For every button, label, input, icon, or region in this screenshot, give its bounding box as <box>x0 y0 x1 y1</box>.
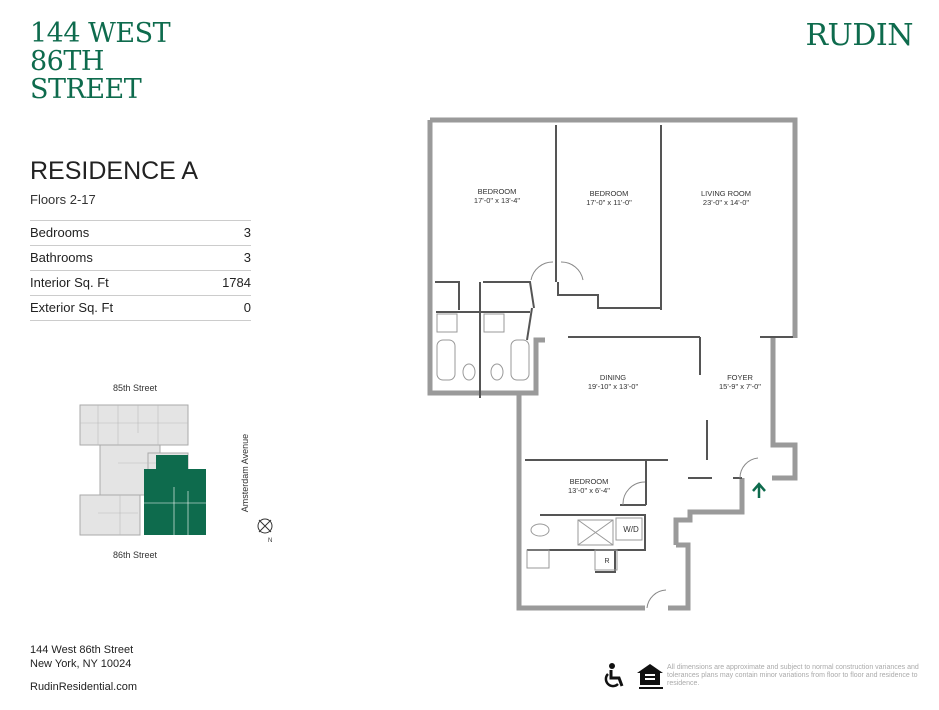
fridge-label: R <box>604 558 609 565</box>
room-name: BEDROOM <box>478 187 517 196</box>
entry-arrow-icon <box>752 482 766 498</box>
disclaimer: All dimensions are approximate and subje… <box>667 664 919 687</box>
spec-value: 1784 <box>222 275 251 290</box>
key-plan-residence-highlight <box>144 455 206 535</box>
wordmark-line: 86TH <box>30 46 104 77</box>
spec-row: Bedrooms 3 <box>30 221 251 246</box>
compliance-icons <box>604 663 663 689</box>
specs-table: Bedrooms 3 Bathrooms 3 Interior Sq. Ft 1784… <box>30 220 251 321</box>
address-line: New York, NY 10024 <box>30 658 132 670</box>
room-dims: 13'-0" x 6'-4" <box>568 486 610 495</box>
spec-label: Interior Sq. Ft <box>30 275 109 290</box>
bath-fixtures <box>436 313 618 571</box>
website-link[interactable]: RudinResidential.com <box>30 681 137 693</box>
floors-label: Floors 2-17 <box>30 192 96 207</box>
key-plan <box>79 404 206 536</box>
key-plan-top-street: 85th Street <box>113 383 158 393</box>
spec-label: Bedrooms <box>30 225 90 240</box>
building-wordmark: 144 WEST 86TH STREET <box>30 18 171 105</box>
rudin-logo: RUDIN <box>805 18 913 53</box>
washer-dryer-label: W/D <box>623 525 639 534</box>
room-dims: 17'-0" x 11'-0" <box>586 198 632 207</box>
room-dims: 23'-0" x 14'-0" <box>703 198 749 207</box>
room-dims: 19'-10" x 13'-0" <box>588 382 639 391</box>
room-dims: 17'-0" x 13'-4" <box>474 196 520 205</box>
residence-title: RESIDENCE A <box>30 157 199 185</box>
walls <box>427 117 798 611</box>
address-line: 144 West 86th Street <box>30 644 134 656</box>
door-swings <box>530 261 759 609</box>
room-name: BEDROOM <box>570 477 609 486</box>
room-dims: 15'-9" x 7'-0" <box>719 382 761 391</box>
room-name: DINING <box>600 373 626 382</box>
spec-label: Bathrooms <box>30 250 93 265</box>
wordmark-line: 144 WEST <box>30 18 171 49</box>
key-plan-bottom-street: 86th Street <box>113 550 158 560</box>
spec-label: Exterior Sq. Ft <box>30 300 114 315</box>
room-name: FOYER <box>727 373 753 382</box>
compass-label: N <box>268 538 272 543</box>
spec-value: 0 <box>243 300 251 315</box>
room-name: BEDROOM <box>590 189 629 198</box>
spec-row: Exterior Sq. Ft 0 <box>30 296 251 321</box>
room-labels: BEDROOM 17'-0" x 13'-4" BEDROOM 17'-0" x… <box>474 187 761 495</box>
equal-housing-icon <box>637 664 663 689</box>
accessibility-icon <box>604 663 624 688</box>
spec-value: 3 <box>243 225 251 240</box>
wordmark-line: STREET <box>30 74 142 105</box>
compass-icon: N <box>257 518 273 543</box>
room-name: LIVING ROOM <box>701 189 751 198</box>
spec-value: 3 <box>243 250 251 265</box>
spec-row: Bathrooms 3 <box>30 246 251 271</box>
address: 144 West 86th Street New York, NY 10024 <box>30 643 133 671</box>
spec-row: Interior Sq. Ft 1784 <box>30 271 251 296</box>
